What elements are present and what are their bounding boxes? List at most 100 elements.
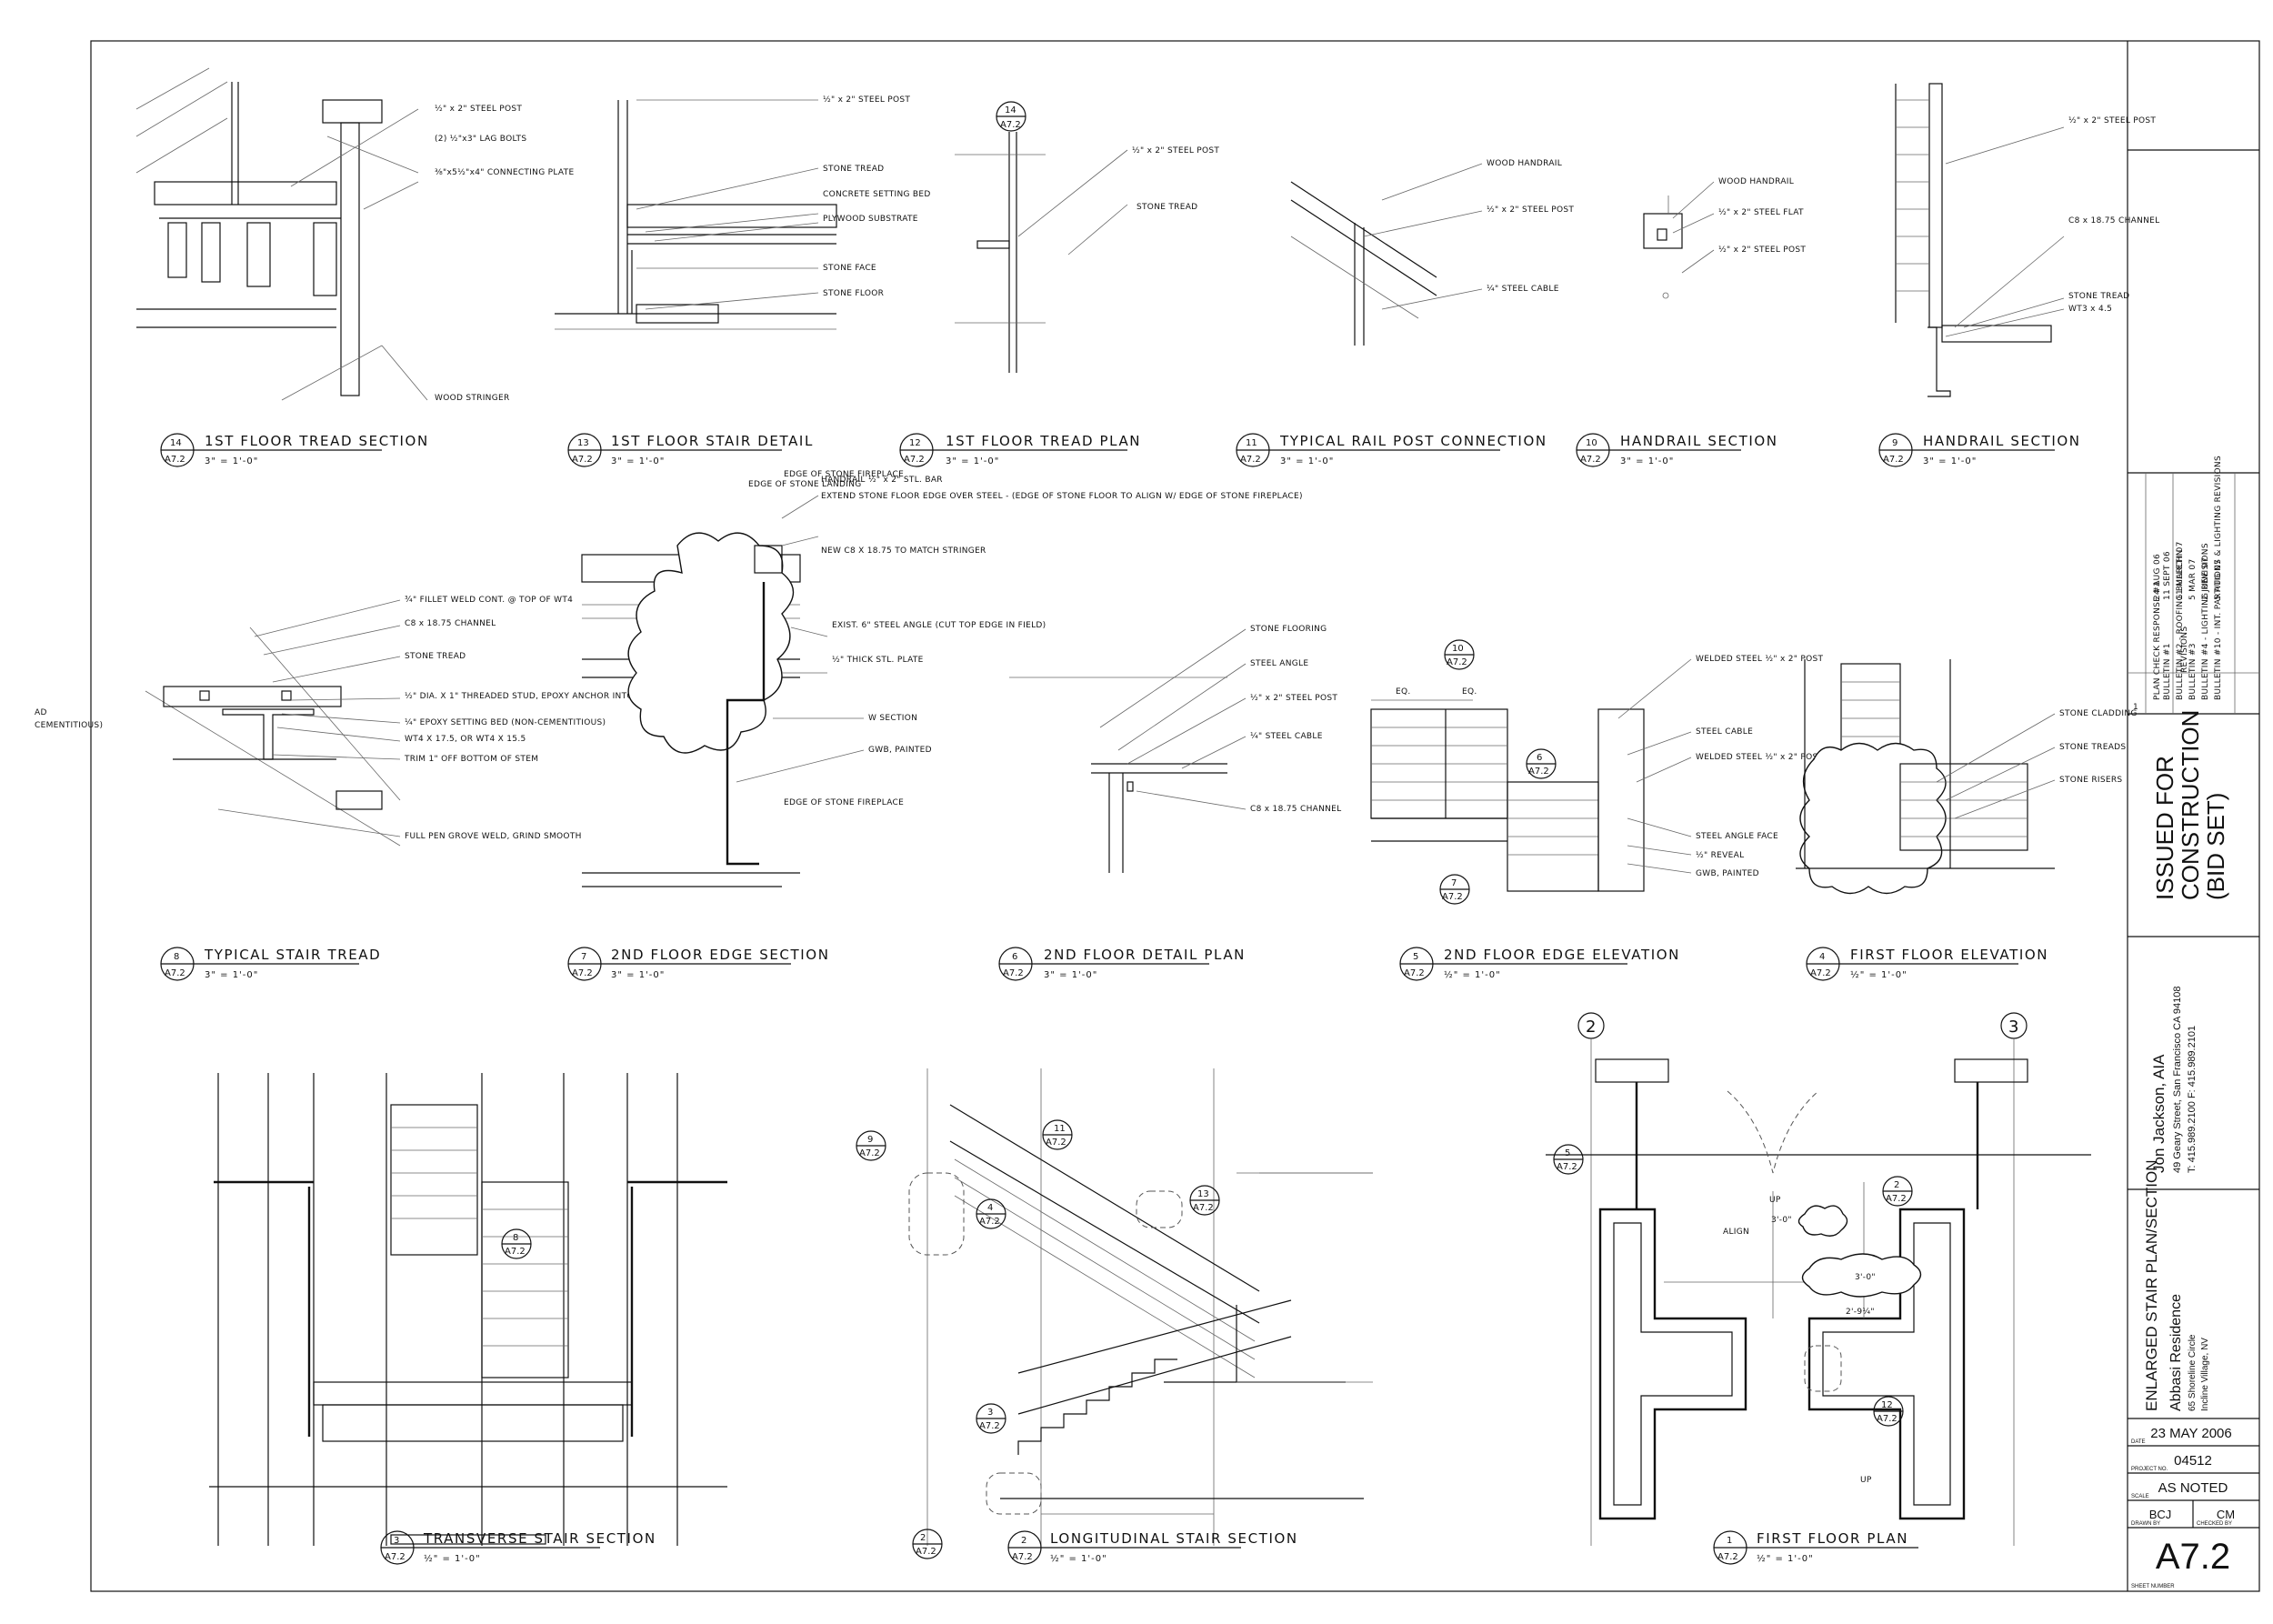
svg-text:A7.2: A7.2 [1717,1552,1738,1562]
note-14-4: WOOD STRINGER [435,394,510,403]
title-2-text: LONGITUDINAL STAIR SECTION [1050,1530,1298,1547]
note-12-1: ½" x 2" STEEL POST [1132,146,1219,155]
note-7-3: HANDRAIL ½" x 2" STL. BAR [821,476,943,485]
detail-11-drawing: WOOD HANDRAIL ½" x 2" STEEL POST ¼" STEE… [1290,159,1574,346]
detail-6-drawing: STONE FLOORING STEEL ANGLE ½" x 2" STEEL… [1009,625,1341,873]
revision-4: BULLETIN #3 5 MAR 07 [2188,559,2198,700]
title-1-text: FIRST FLOOR PLAN [1757,1530,1908,1547]
svg-text:1: 1 [1727,1536,1732,1546]
note-7-6: EXIST. 6" STEEL ANGLE (CUT TOP EDGE IN F… [832,621,1046,630]
project-block: ENLARGED STAIR PLAN/SECTION Abbasi Resid… [2143,1160,2210,1411]
note-6-4: ¼" STEEL CABLE [1250,732,1323,741]
sheet-border [90,40,2260,1592]
note-10-3: ½" x 2" STEEL POST [1718,246,1806,255]
note-14-3: ⅜"x5½"x4" CONNECTING PLATE [435,168,574,177]
tb-date-label: DATE [2131,1439,2146,1445]
title-11-text: TYPICAL RAIL POST CONNECTION [1279,433,1547,449]
title-1: 1 A7.2 FIRST FLOOR PLAN ½" = 1'-0" [1713,1530,1918,1565]
note-8-3: STONE TREAD [405,652,466,661]
svg-text:A7.2: A7.2 [1528,767,1549,777]
note-4-3: STONE RISERS [2059,776,2122,785]
rev-mark-1: 1 [2133,703,2138,712]
title-9: 9 A7.2 HANDRAIL SECTION 3" = 1'-0" [1878,433,2081,467]
detail-12-drawing: 14 A7.2 ½" x 2" STEEL POST STONE TREAD [955,101,1219,373]
svg-text:A7.2: A7.2 [1442,892,1463,902]
svg-text:(BID SET): (BID SET) [2202,793,2229,900]
svg-text:ISSUED FOR: ISSUED FOR [2151,756,2178,900]
note-7-8: W SECTION [868,714,917,723]
tb-drawn-by: BCJ [2149,1508,2172,1521]
plan-dim-2: 3'-0" [1855,1273,1876,1282]
title-12-text: 1ST FLOOR TREAD PLAN [946,433,1141,449]
svg-text:5: 5 [1565,1148,1570,1158]
title-9-text: HANDRAIL SECTION [1923,433,2081,449]
svg-text:A7.2: A7.2 [1404,968,1425,978]
svg-text:49 Geary Street, San Francisco: 49 Geary Street, San Francisco CA 94108 [2172,987,2183,1173]
svg-text:BULLETIN #10 - INT. PARTITIONS: BULLETIN #10 - INT. PARTITIONS & LIGHTIN… [2214,456,2223,700]
note-13-6: STONE FLOOR [823,289,884,298]
svg-text:65 Shoreline Circle: 65 Shoreline Circle [2188,1334,2198,1411]
title-13: 13 A7.2 1ST FLOOR STAIR DETAIL 3" = 1'-0… [567,433,814,467]
detail-7-drawing: EDGE OF STONE LANDING EDGE OF STONE FIRE… [581,470,1302,887]
status-block: ISSUED FOR CONSTRUCTION (BID SET) [2151,710,2229,900]
svg-text:2: 2 [920,1533,926,1543]
note-6-1: STONE FLOORING [1250,625,1327,634]
title-3-scale: ½" = 1'-0" [424,1553,481,1564]
svg-text:A7.2: A7.2 [979,1421,1000,1431]
title-13-scale: 3" = 1'-0" [611,456,665,466]
svg-text:4: 4 [987,1203,993,1213]
svg-text:A7.2: A7.2 [1557,1162,1577,1172]
title-8-scale: 3" = 1'-0" [205,970,258,980]
svg-text:8: 8 [174,952,179,962]
svg-text:13: 13 [1197,1189,1209,1199]
svg-text:BULLETIN #2 - ROOFING BULLETIN: BULLETIN #2 - ROOFING BULLETIN [2176,549,2185,700]
svg-text:11 MARCH 07: 11 MARCH 07 [2176,541,2185,600]
svg-text:A7.2: A7.2 [1240,455,1261,465]
title-6-text: 2ND FLOOR DETAIL PLAN [1044,947,1246,963]
revision-1: PLAN CHECK RESPONSE #1 24 AUG 06 [2153,554,2162,700]
tb-project-no-label: PROJECT NO. [2131,1467,2168,1472]
tb-checked-label: CHECKED BY [2197,1521,2232,1527]
plan-up-2: UP [1860,1476,1872,1485]
svg-text:2: 2 [1021,1536,1026,1546]
svg-text:Abbasi Residence: Abbasi Residence [2168,1294,2184,1411]
note-5-1: WELDED STEEL ½" x 2" POST [1696,655,1824,664]
margin-note-1: AD [35,708,47,717]
title-13-text: 1ST FLOOR STAIR DETAIL [611,433,814,449]
plan-up-1: UP [1769,1196,1781,1205]
detail-1-drawing: 2 3 12 A7.2 5 A7.2 2 A7.2 ALIGN UP UP 3'… [1546,1012,2091,1546]
note-8-2: C8 x 18.75 CHANNEL [405,619,496,628]
note-10-2: ½" x 2" STEEL FLAT [1718,208,1804,217]
note-8-4: ½" DIA. X 1" THREADED STUD, EPOXY ANCHOR… [405,692,697,701]
title-10: 10 A7.2 HANDRAIL SECTION 3" = 1'-0" [1576,433,1778,467]
detail-2-drawing: 9 A7.2 11 A7.2 4 A7.2 13 A7.2 3 A7.2 2 A… [856,1068,1373,1559]
svg-text:A7.2: A7.2 [572,455,593,465]
note-13-4: PLYWOOD SUBSTRATE [823,215,918,224]
title-5: 5 A7.2 2ND FLOOR EDGE ELEVATION ½" = 1'-… [1399,947,1678,981]
note-13-1: ½" x 2" STEEL POST [823,95,910,105]
note-7-7: ½" THICK STL. PLATE [832,656,924,665]
note-5-6: GWB, PAINTED [1696,869,1759,878]
title-14-scale: 3" = 1'-0" [205,456,258,466]
svg-text:5 AUG 07: 5 AUG 07 [2214,559,2223,600]
title-10-scale: 3" = 1'-0" [1620,456,1674,466]
plan-dim-1: 3'-0" [1771,1216,1792,1225]
note-7-5: NEW C8 X 18.75 TO MATCH STRINGER [821,546,986,556]
title-6: 6 A7.2 2ND FLOOR DETAIL PLAN 3" = 1'-0" [998,947,1246,981]
note-8-8: FULL PEN GROVE WELD, GRIND SMOOTH [405,832,582,841]
note-9-2: C8 x 18.75 CHANNEL [2068,216,2159,226]
title-2: 2 A7.2 LONGITUDINAL STAIR SECTION ½" = 1… [1007,1530,1298,1565]
tb-scale: AS NOTED [2158,1480,2228,1496]
detail-9-drawing: ½" x 2" STEEL POST C8 x 18.75 CHANNEL ST… [1895,83,2159,397]
title-10-text: HANDRAIL SECTION [1620,433,1778,449]
note-4-2: STONE TREADS [2059,743,2126,752]
note-13-2: STONE TREAD [823,165,884,174]
note-4-1: STONE CLADDING [2059,709,2138,718]
svg-text:9: 9 [867,1135,873,1145]
title-14: 14 A7.2 1ST FLOOR TREAD SECTION 3" = 1'-… [160,433,427,467]
revision-3: BULLETIN #2 - ROOFING BULLETIN 11 MARCH … [2176,541,2185,700]
svg-text:7: 7 [1451,878,1457,888]
margin-note-2: CEMENTITIOUS) [35,721,103,730]
svg-text:6: 6 [1537,753,1542,763]
detail-10-drawing: WOOD HANDRAIL ½" x 2" STEEL FLAT ½" x 2"… [1643,177,1806,299]
